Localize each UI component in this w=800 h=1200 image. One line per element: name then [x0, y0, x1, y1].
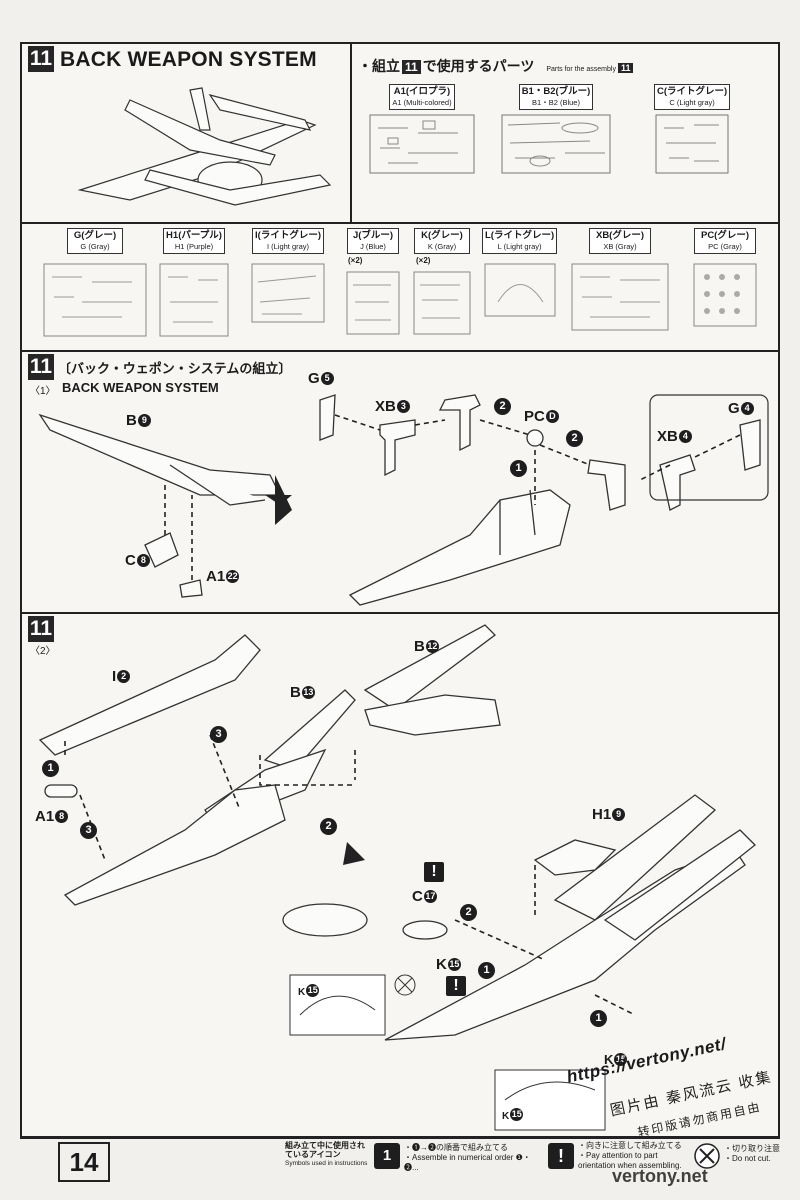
runner-j-sprue [346, 271, 400, 335]
section-divider [20, 1137, 780, 1139]
runner-xb-sprue [571, 263, 669, 331]
page-number: 14 [58, 1142, 110, 1182]
runner-b1-b2-sprue [501, 114, 611, 174]
runner-a1: A1(イロプラ)A1 (Multi-colored) [368, 84, 476, 175]
runner-i-sprue [251, 263, 325, 323]
order-marker-3: 3 [80, 822, 97, 839]
runner-xb: XB(グレー)XB (Gray) [570, 228, 670, 332]
order-legend-icon: 1 [374, 1143, 400, 1169]
attention-legend-icon: ! [548, 1143, 574, 1169]
order-marker-1: 1 [478, 962, 495, 979]
order-marker-2: 2 [566, 430, 583, 447]
runner-l-sprue [484, 263, 556, 317]
runner-g: G(グレー)G (Gray) [42, 228, 148, 338]
runner-j: J(ブルー)J (Blue) [345, 228, 401, 336]
runner-a1-sprue [369, 114, 475, 174]
step-number: 11 [28, 616, 54, 642]
attention-icon: ! [424, 862, 444, 882]
runner-c: C(ライトグレー)C (Light gray) [654, 84, 731, 175]
sub-step-number: 〈1〉 [30, 386, 56, 397]
step-number: 11 [28, 354, 54, 380]
order-marker-1: 1 [510, 460, 527, 477]
legend-attention: ・向きに注意して組み立てる・Pay attention to part orie… [578, 1141, 682, 1170]
runner-k: K(グレー)K (Gray) [412, 228, 472, 336]
order-marker-3: 3 [210, 726, 227, 743]
step-title-jp: 〔バック・ウェポン・システムの組立〕 [58, 361, 292, 376]
section-divider [20, 222, 780, 224]
legend-cut: ・切り取り注意・Do not cut. [724, 1144, 780, 1163]
runner-k-multiplier: (×2) [416, 256, 431, 265]
runner-pc: PC(グレー)PC (Gray) [692, 228, 758, 328]
runner-h1-sprue [159, 263, 229, 337]
sub-step-title: BACK WEAPON SYSTEM [62, 380, 219, 395]
runner-l: L(ライトグレー)L (Light gray) [482, 228, 558, 318]
runner-i: I(ライトグレー)I (Light gray) [250, 228, 326, 324]
header-divider [350, 42, 352, 222]
sub-step-number: 〈2〉 [30, 646, 56, 657]
do-not-cut-icon [694, 1143, 720, 1169]
order-marker-2: 2 [460, 904, 477, 921]
runner-pc-sprue [693, 263, 757, 327]
order-marker-1: 1 [42, 760, 59, 777]
order-marker-2: 2 [494, 398, 511, 415]
legend-order: ・❶→❷の順番で組み立てる・Assemble in numerical orde… [404, 1143, 531, 1172]
step2-diagram [38, 624, 756, 1131]
runner-b1-b2: B1・B2(ブルー)B1・B2 (Blue) [500, 84, 612, 175]
section-divider [20, 612, 780, 614]
runner-j-multiplier: (×2) [348, 256, 363, 265]
runner-g-sprue [43, 263, 147, 337]
page-title: BACK WEAPON SYSTEM [60, 48, 317, 71]
watermark-site: vertony.net [612, 1166, 708, 1186]
section-divider [20, 350, 780, 352]
attention-icon: ! [446, 976, 466, 996]
runner-k-sprue [413, 271, 471, 335]
back-weapon-illustration [77, 87, 332, 206]
runner-h1: H1(パープル)H1 (Purple) [158, 228, 230, 338]
runner-c-sprue [655, 114, 729, 174]
section-number: 11 [28, 46, 54, 72]
order-marker-2: 2 [320, 818, 337, 835]
order-marker-1: 1 [590, 1010, 607, 1027]
step1-diagram [38, 394, 769, 606]
